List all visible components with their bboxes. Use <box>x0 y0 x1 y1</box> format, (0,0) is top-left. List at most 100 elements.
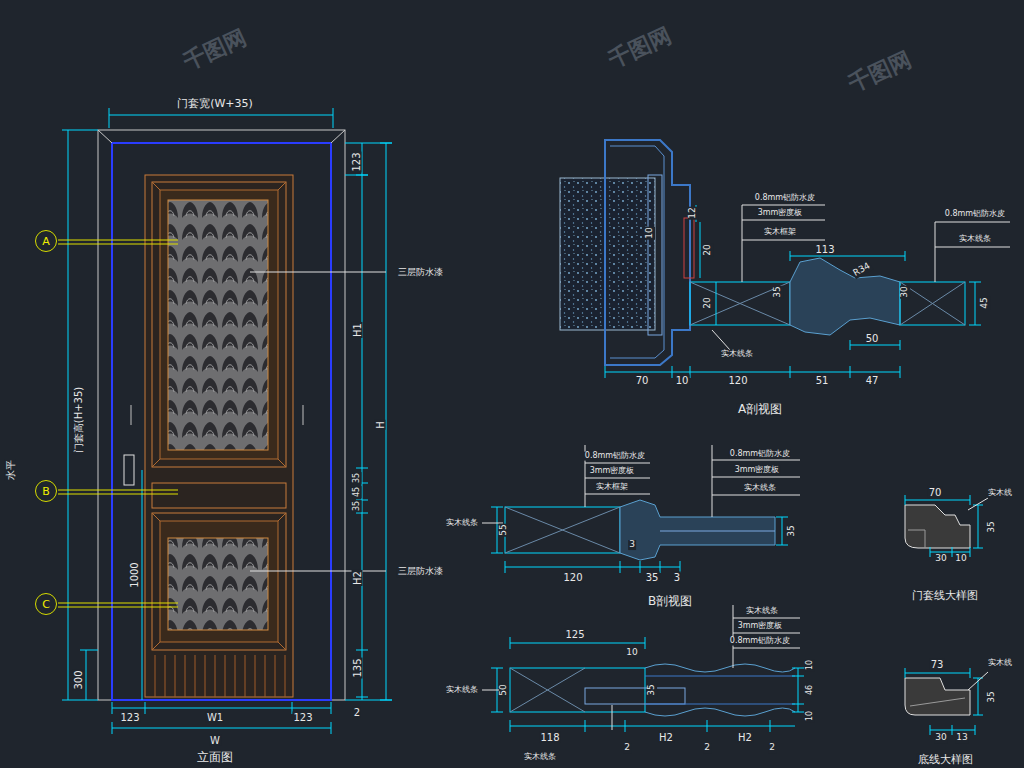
dimension-label: 实木框架 <box>763 228 797 237</box>
dimension-label: 门套高(H+35) <box>73 386 84 454</box>
dimension-label: 35 <box>645 572 660 583</box>
dimension-label: 123 <box>351 151 362 172</box>
dimension-label: 123 <box>119 712 140 723</box>
dimension-label: 46 <box>806 684 815 696</box>
dimension-label: 10 <box>954 554 967 564</box>
dimension-lines <box>62 108 392 734</box>
dimension-label: W1 <box>206 712 224 723</box>
dimension-label: 45 <box>353 486 362 498</box>
dimension-label: 门套宽(W+35) <box>176 98 254 110</box>
callout-lines <box>58 240 178 607</box>
dimension-label: 30 <box>900 285 910 298</box>
leader-lines <box>250 272 386 571</box>
section-b <box>482 445 800 573</box>
dimension-label: 47 <box>865 375 880 386</box>
dimension-label: 20 <box>703 296 713 309</box>
dimension-label: 立面图 <box>196 751 234 764</box>
dimension-label: 10 <box>806 710 815 722</box>
dimension-label: 1000 <box>129 561 140 588</box>
dimension-label: H1 <box>352 322 363 338</box>
dimension-label: 125 <box>564 629 585 640</box>
dimension-label: 35 <box>353 500 362 512</box>
dimension-label: 35 <box>773 285 783 298</box>
watermark: 千图网 <box>604 23 676 74</box>
dimension-label: 30 <box>934 733 947 743</box>
section-a <box>560 140 1010 378</box>
dimension-label: 实木线条 <box>523 753 557 762</box>
dimension-label: 10 <box>645 226 655 239</box>
callout-letter: A <box>42 235 50 248</box>
dimension-label: 120 <box>562 572 583 583</box>
dimension-label: 3mm密度板 <box>734 466 781 475</box>
dimension-label: 3 <box>673 572 681 583</box>
dimension-label: 三层防水漆 <box>397 268 444 278</box>
dimension-label: 35 <box>987 690 997 703</box>
dimension-label: 水平 <box>5 459 16 481</box>
dimension-label: 70 <box>928 487 943 498</box>
dimension-label: 10 <box>806 659 815 671</box>
dimension-label: W <box>209 735 221 746</box>
dimension-label: 实木线条 <box>745 607 779 616</box>
dimension-label: A剖视图 <box>737 403 783 416</box>
dimension-label: 0.8mm铝防水皮 <box>729 637 791 646</box>
dimension-label: 底线大样图 <box>917 754 974 766</box>
dimension-label: 门套线大样图 <box>911 590 979 602</box>
dimension-label: 实木线条 <box>720 350 754 359</box>
dimension-label: 113 <box>814 244 835 255</box>
dimension-label: 0.8mm铝防水皮 <box>754 194 816 203</box>
dimension-label: 2 <box>623 743 631 753</box>
door-elevation <box>98 130 345 700</box>
dimension-label: 51 <box>815 375 830 386</box>
dimension-label: H2 <box>658 732 674 743</box>
dimension-label: 123 <box>292 712 313 723</box>
dimension-label: 2 <box>703 743 711 753</box>
dimension-label: 0.8mm铝防水皮 <box>584 452 646 461</box>
dimension-label: 3mm密度板 <box>757 209 804 218</box>
section-c <box>482 605 804 732</box>
callout-circle: B <box>35 480 57 502</box>
dimension-label: 135 <box>352 657 363 678</box>
dimension-label: 120 <box>727 375 748 386</box>
dimension-label: 10 <box>625 648 638 658</box>
dimension-label: 300 <box>73 669 84 690</box>
dimension-label: R34 <box>851 261 873 279</box>
dimension-label: 73 <box>930 659 945 670</box>
dimension-label: 12 <box>688 206 698 219</box>
watermark: 千图网 <box>179 25 251 76</box>
dimension-label: H2 <box>352 570 363 586</box>
dimension-label: 35 <box>987 520 997 533</box>
dimension-label: H <box>375 420 386 430</box>
dimension-label: 13 <box>955 733 968 743</box>
dimension-label: 实木线 <box>987 659 1013 668</box>
dimension-label: 118 <box>539 732 560 743</box>
dimension-label: 35 <box>353 472 362 484</box>
detail-profiles <box>905 495 988 735</box>
dimension-label: 实木线条 <box>445 686 479 695</box>
dimension-label: 三层防水漆 <box>397 567 444 577</box>
dimension-label: 2 <box>353 707 361 718</box>
dimension-label: 3mm密度板 <box>737 622 784 631</box>
dimension-label: 30 <box>934 554 947 564</box>
dimension-label: 55 <box>499 523 509 536</box>
dimension-label: B剖视图 <box>647 595 693 608</box>
dimension-label: 0.8mm铝防水皮 <box>729 450 791 459</box>
dimension-label: 50 <box>865 333 880 344</box>
callout-circle: A <box>35 230 57 252</box>
dimension-label: 35 <box>647 683 657 696</box>
dimension-label: 实木线 <box>987 489 1013 498</box>
dimension-label: 实木线条 <box>445 519 479 528</box>
dimension-label: 3 <box>628 540 636 550</box>
dimension-label: H2 <box>737 732 753 743</box>
callout-letter: B <box>42 485 50 498</box>
dimension-label: 70 <box>635 375 650 386</box>
dimension-label: 3mm密度板 <box>589 467 636 476</box>
dimension-label: 实木线条 <box>958 235 992 244</box>
dimension-label: 实木线条 <box>743 484 777 493</box>
dimension-label: 0.8mm铝防水皮 <box>944 210 1006 219</box>
dimension-label: 20 <box>703 243 713 256</box>
dimension-label: 50 <box>499 683 509 696</box>
watermark: 千图网 <box>844 47 916 98</box>
dimension-label: 实木框架 <box>595 483 629 492</box>
callout-circle: C <box>35 593 57 615</box>
